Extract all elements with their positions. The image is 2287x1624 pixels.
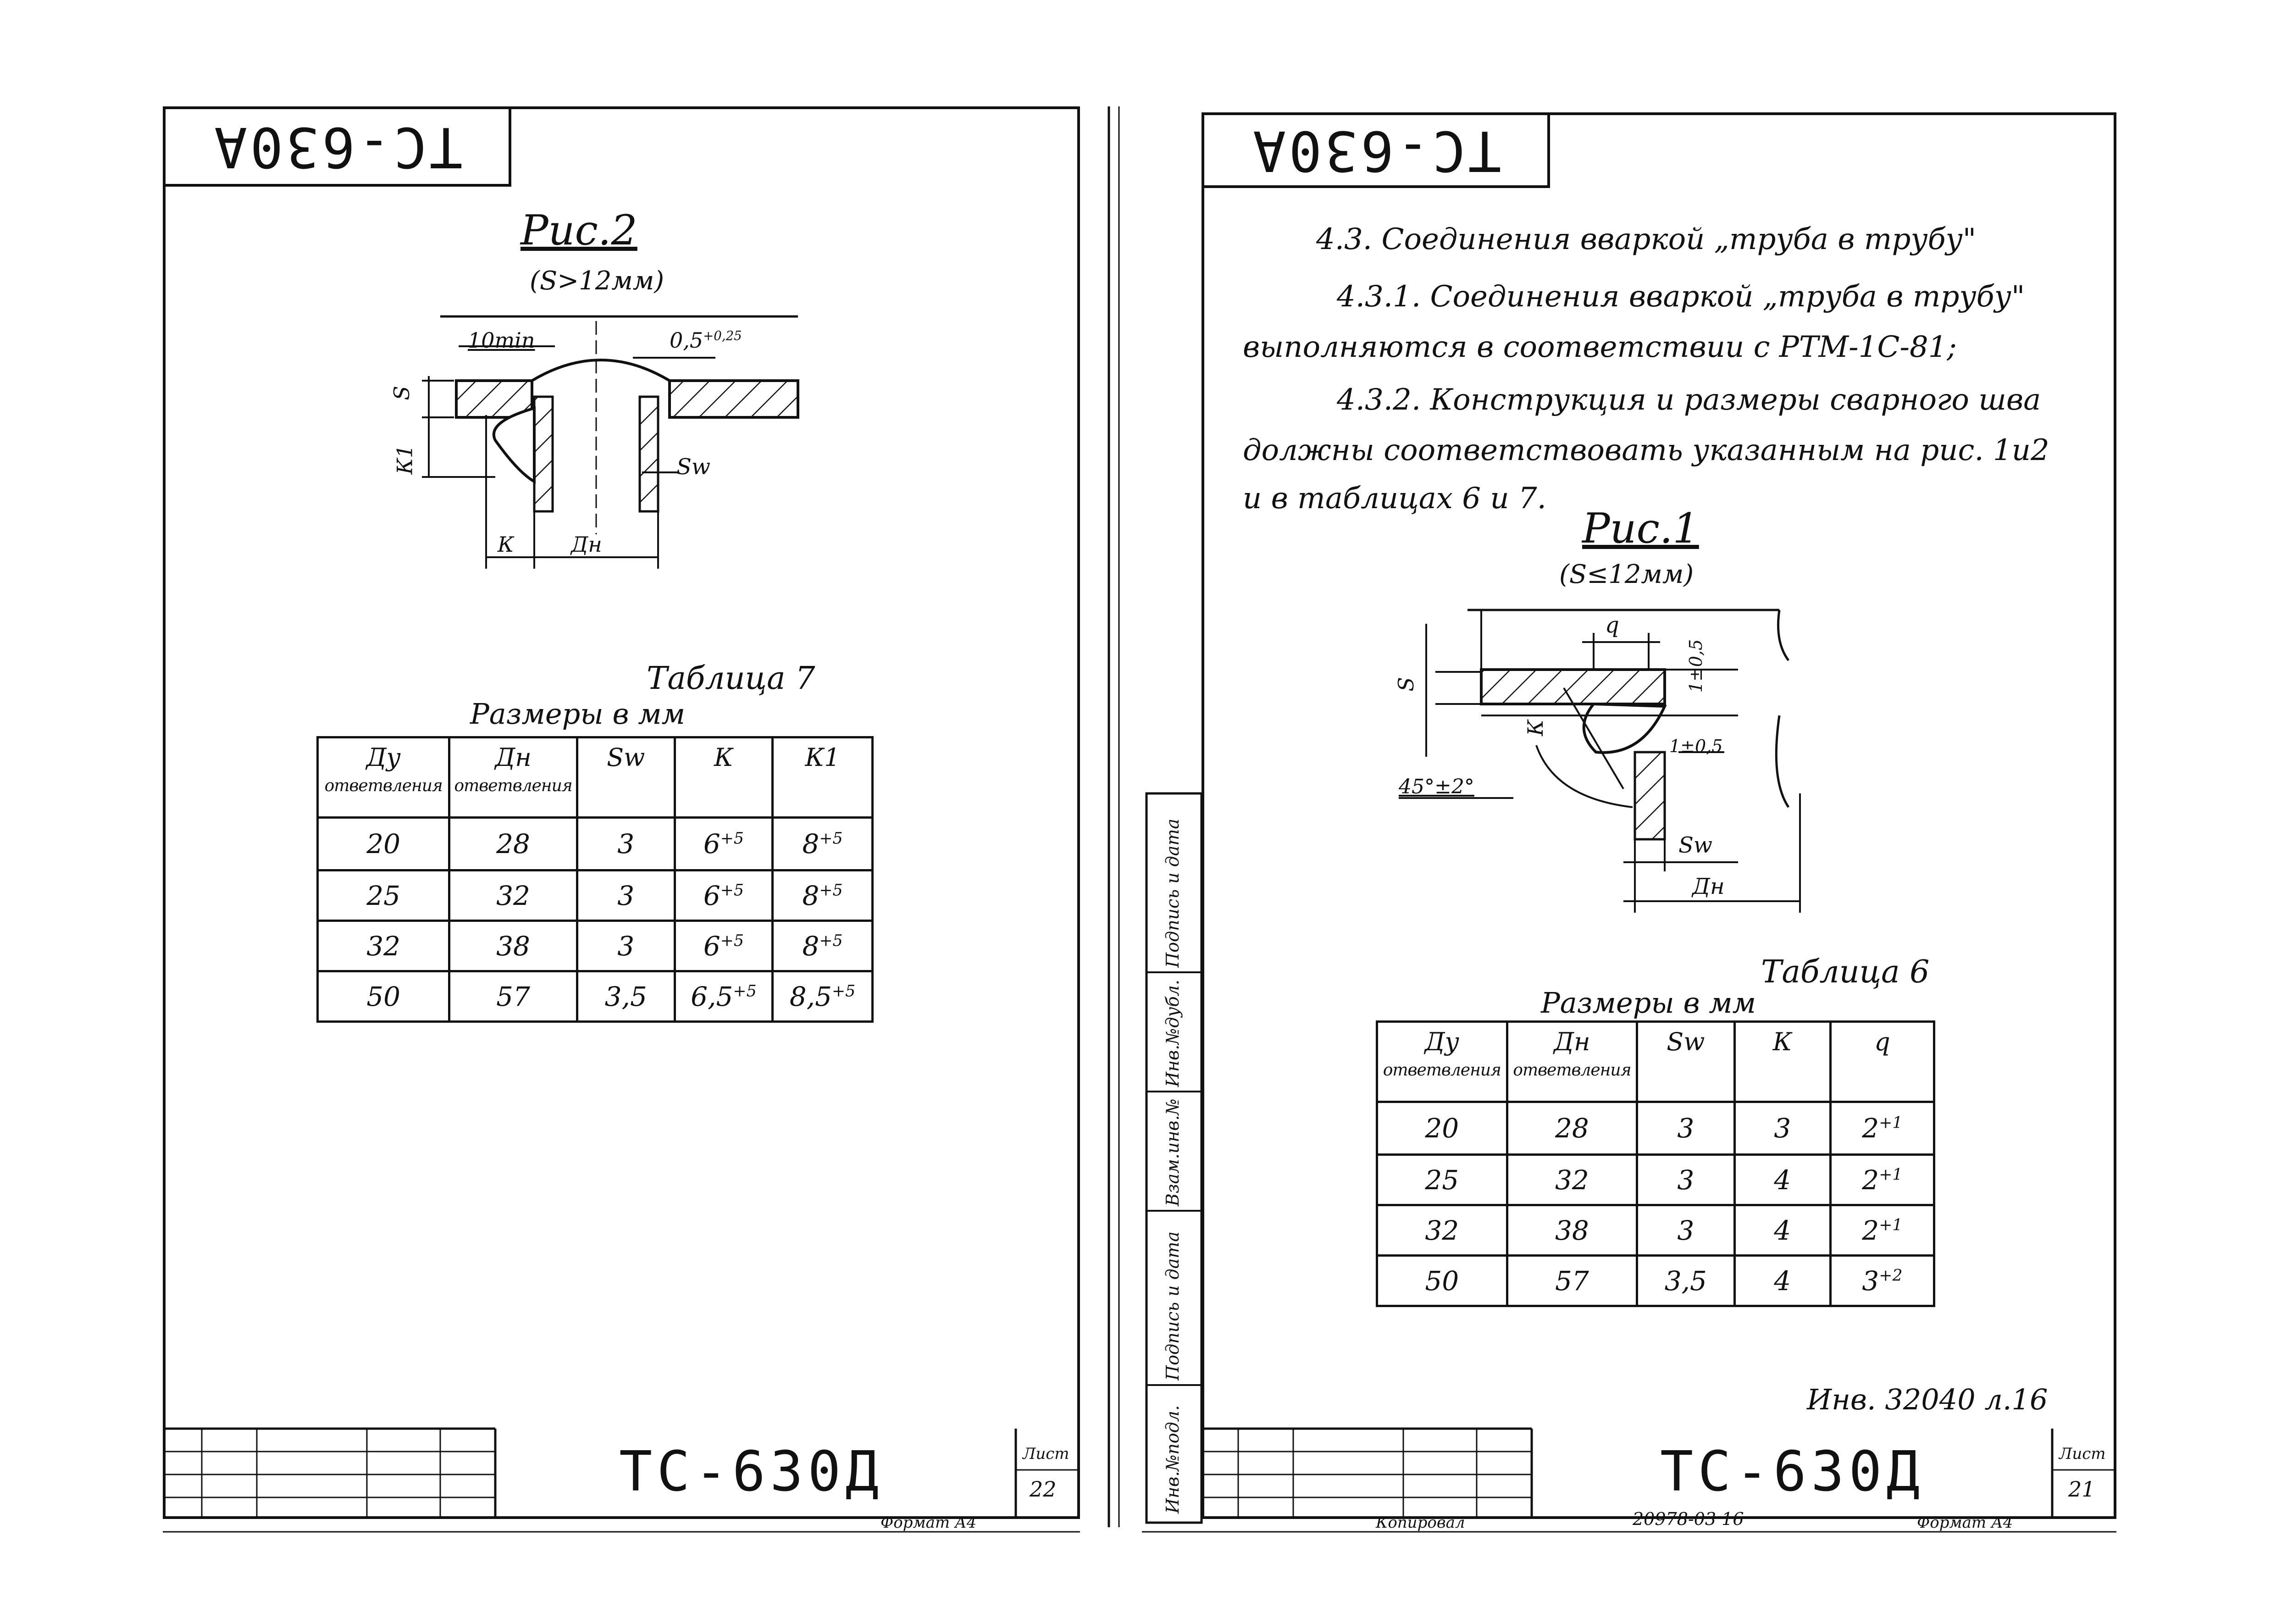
- left-figure-title: Рис.2: [521, 206, 637, 255]
- reference-number: 20978-03 16: [1633, 1509, 1744, 1529]
- left-format-note: Формат А4: [880, 1513, 977, 1532]
- left-header-sw: Sw: [576, 736, 676, 819]
- table-row: 20 28 3 3 2+1: [1376, 1101, 1936, 1156]
- table-row: 25 32 3 6+5 8+5: [316, 869, 874, 922]
- right-table-title: Таблица 6: [1761, 954, 1930, 990]
- left-sheet-number: 22: [1030, 1477, 1057, 1502]
- left-dim-tol: 0,5+0,25: [670, 328, 742, 353]
- right-dim-k: К: [1523, 720, 1548, 736]
- right-figure-title: Рис.1: [1582, 504, 1699, 553]
- left-dim-k1: К1: [392, 444, 417, 475]
- left-sheet-label: Лист: [1023, 1445, 1069, 1463]
- right-dim-angle: 45°±2°: [1399, 775, 1474, 798]
- left-title-block-code: ТС-630Д: [619, 1440, 883, 1504]
- right-header-sw: Sw: [1636, 1020, 1736, 1103]
- table-row: 20 28 3 6+5 8+5: [316, 816, 874, 871]
- left-dim-dn: Дн: [571, 532, 602, 557]
- table-row: 50 57 3,5 6,5+5 8,5+5: [316, 970, 874, 1023]
- right-sheet-number: 21: [2068, 1477, 2095, 1502]
- copied-by-note: Копировал: [1376, 1513, 1465, 1532]
- left-dim-s: S: [389, 386, 414, 400]
- left-dim-sw: Sw: [676, 454, 710, 480]
- right-title-block-code: ТС-630Д: [1660, 1440, 1924, 1504]
- section-heading: 4.3. Соединения вваркой „труба в трубу": [1316, 222, 1977, 256]
- right-dim-q: q: [1605, 612, 1619, 638]
- para-4-3-2-line3: и в таблицах 6 и 7.: [1243, 482, 1546, 515]
- right-sheet-frame: [1202, 112, 2116, 1519]
- left-doc-code: TC-630A: [211, 115, 463, 178]
- table-row: 25 32 3 4 2+1: [1376, 1153, 1936, 1206]
- table-row: 32 38 3 6+5 8+5: [316, 920, 874, 972]
- side-label-orig-inv: Инв.№подл.: [1163, 1405, 1183, 1513]
- side-label-dup-inv: Инв.№дубл.: [1163, 980, 1183, 1087]
- para-4-3-2-line1: 4.3.2. Конструкция и размеры сварного шв…: [1337, 383, 2041, 417]
- right-header-k: К: [1733, 1020, 1832, 1103]
- left-sheet-frame: [163, 106, 1080, 1519]
- left-dim-k: К: [498, 532, 514, 557]
- side-label-replace-inv: Взам.инв.№: [1163, 1098, 1183, 1206]
- right-doc-code: TC-630A: [1250, 118, 1501, 182]
- side-label-sign-date-1: Подпись и дата: [1163, 1231, 1183, 1380]
- right-dim-dn: Дн: [1692, 874, 1725, 899]
- left-doc-stamp: TC-630A: [163, 106, 511, 187]
- right-table-caption: Размеры в мм: [1541, 986, 1756, 1020]
- right-header-q: q: [1829, 1020, 1936, 1103]
- para-4-3-1-line1: 4.3.1. Соединения вваркой „труба в трубу…: [1337, 280, 2025, 314]
- right-format-note: Формат А4: [1917, 1513, 2013, 1532]
- table-row: 50 57 3,5 4 3+2: [1376, 1254, 1936, 1307]
- right-dim-sw: Sw: [1678, 832, 1712, 858]
- right-dim-t2: 1±0,5: [1669, 736, 1723, 756]
- right-sheet-label: Лист: [2059, 1445, 2106, 1463]
- inventory-note: Инв. 32040 л.16: [1807, 1383, 2048, 1416]
- left-dim-min: 10min: [468, 328, 535, 353]
- para-4-3-2-line2: должны соответствовать указанным на рис.…: [1243, 433, 2049, 467]
- right-dim-s: S: [1393, 677, 1418, 692]
- right-dim-t1: 1±0,5: [1686, 639, 1706, 693]
- side-label-sign-date-2: Подпись и дата: [1163, 818, 1183, 968]
- table-row: 32 38 3 4 2+1: [1376, 1204, 1936, 1257]
- left-header-k: К: [673, 736, 774, 819]
- right-doc-stamp: TC-630A: [1202, 112, 1550, 188]
- left-header-k1: К1: [771, 736, 874, 819]
- para-4-3-1-line2: выполняются в соответствии с РТМ-1С-81;: [1243, 330, 1957, 364]
- left-table-title: Таблица 7: [647, 660, 815, 697]
- left-table-caption: Размеры в мм: [470, 697, 686, 731]
- left-figure-condition: (S>12мм): [530, 266, 665, 296]
- right-figure-condition: (S≤12мм): [1559, 560, 1694, 589]
